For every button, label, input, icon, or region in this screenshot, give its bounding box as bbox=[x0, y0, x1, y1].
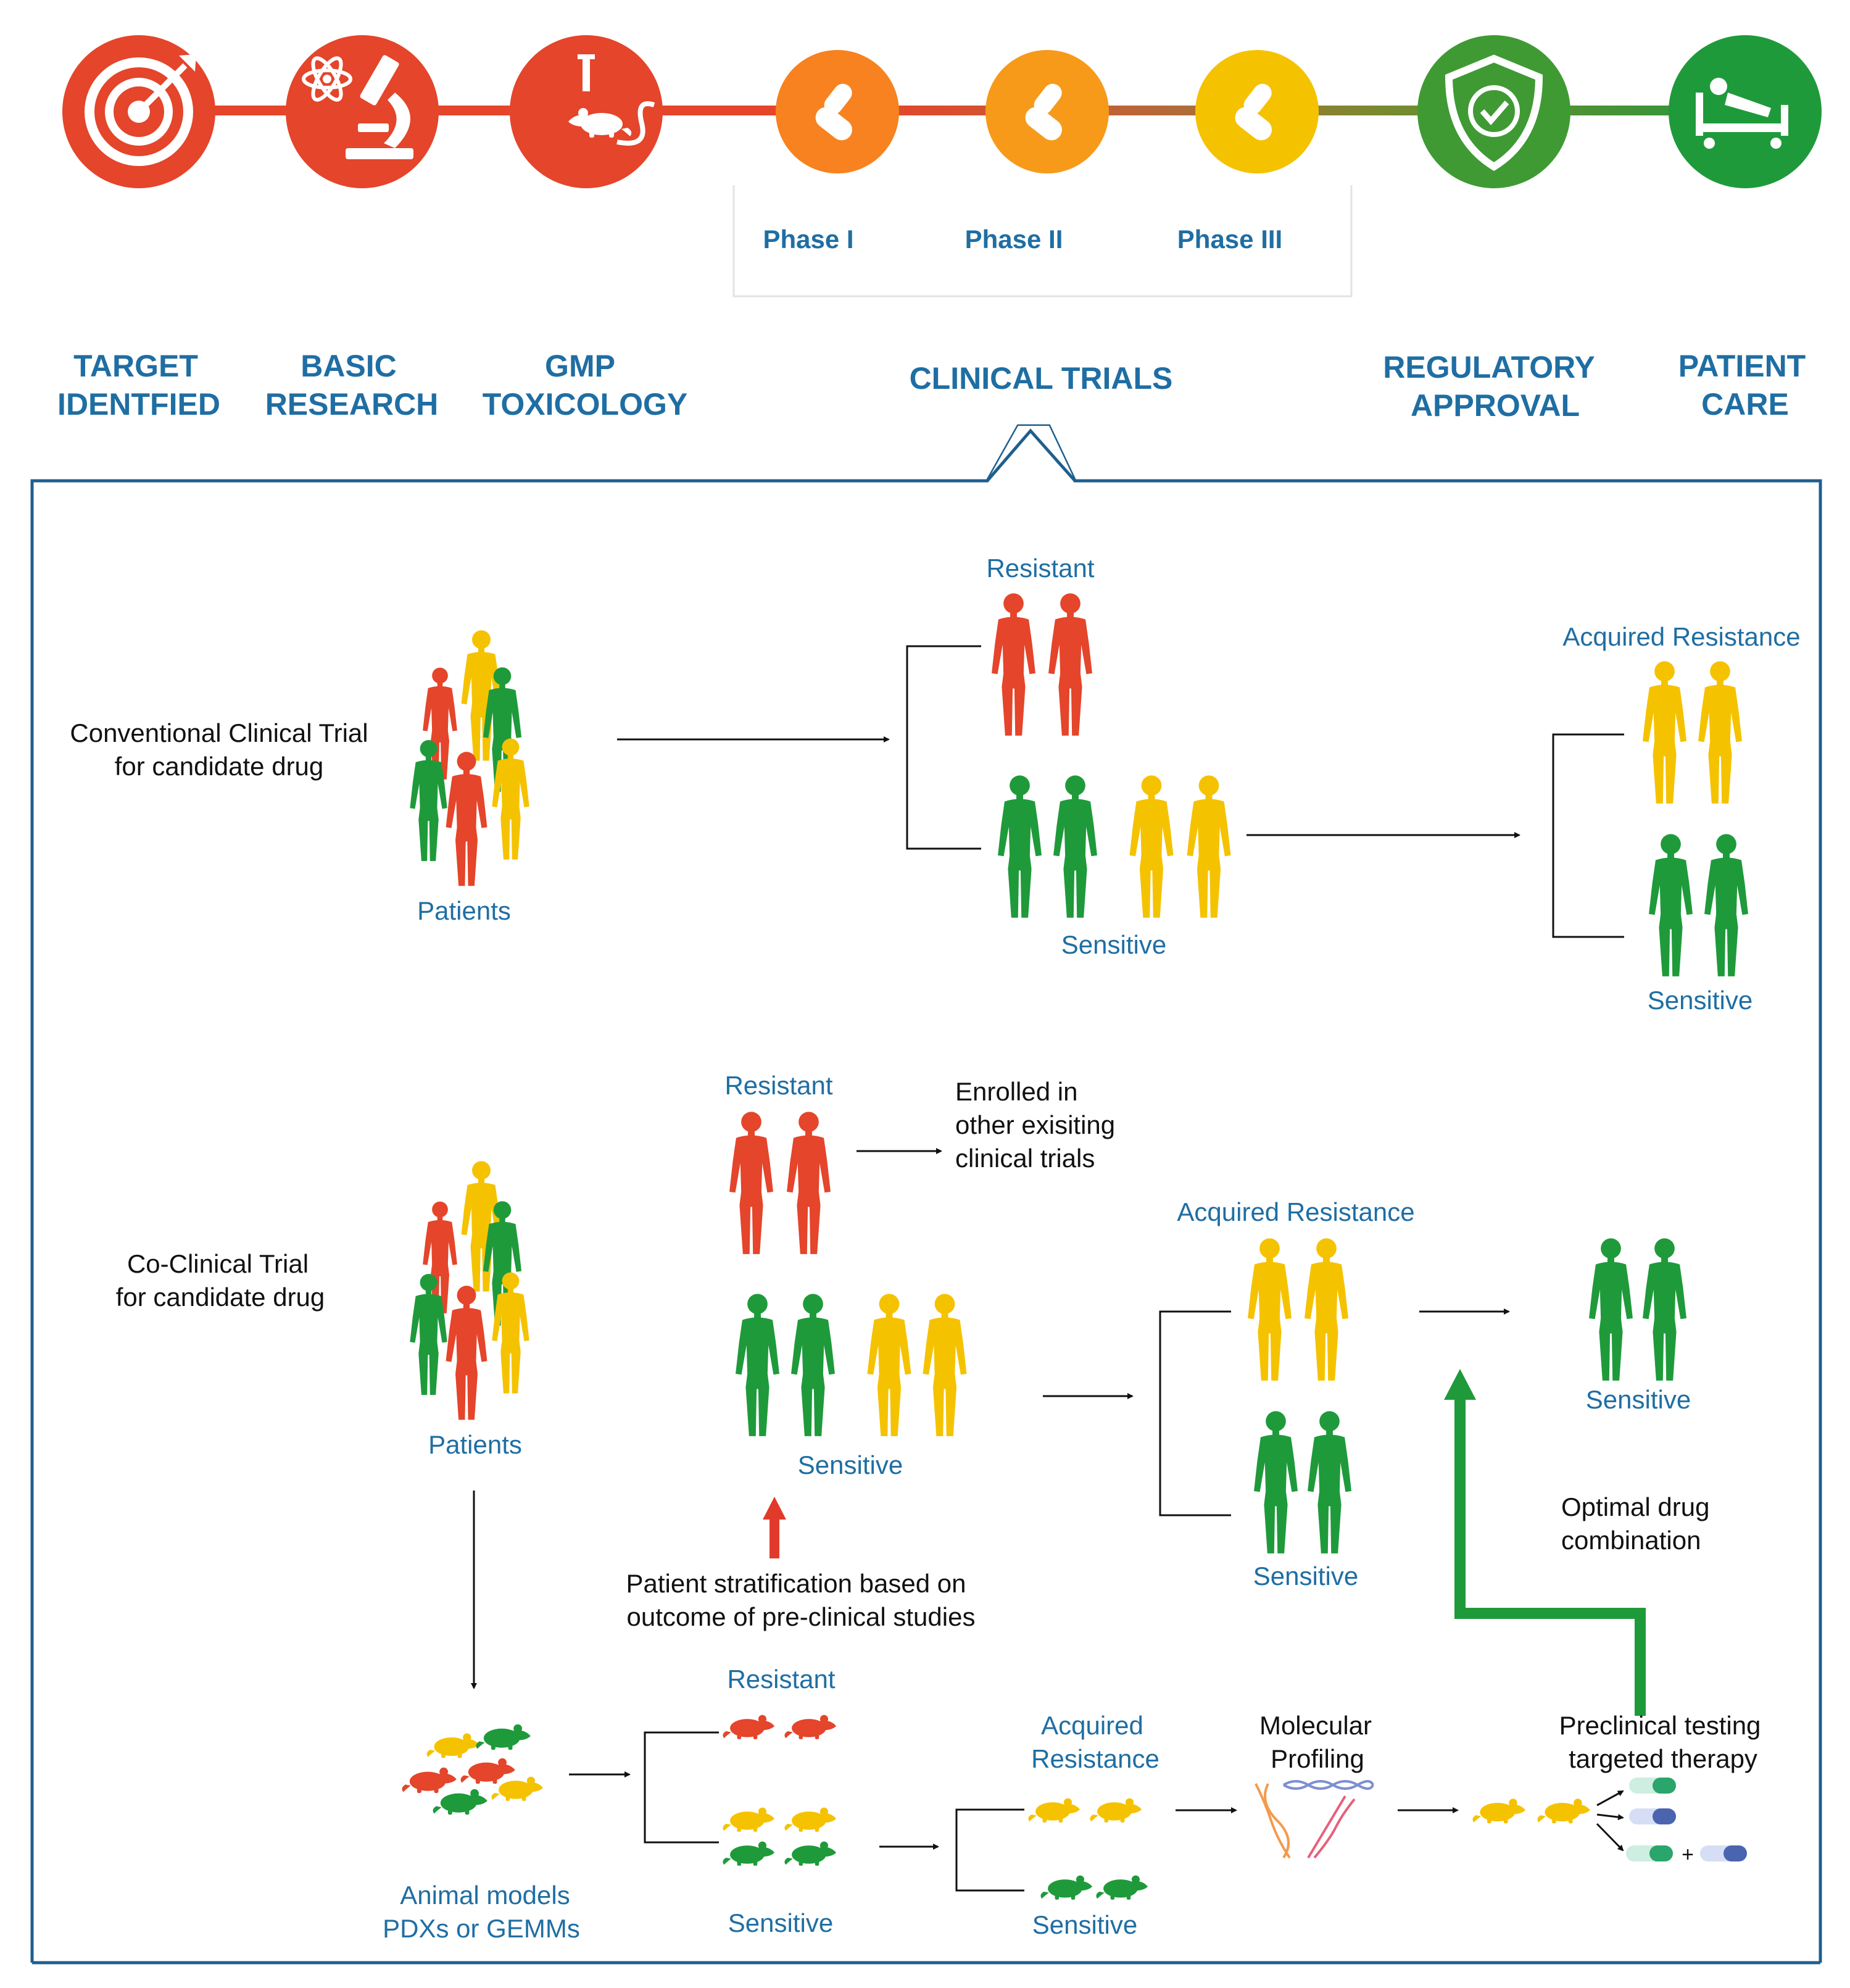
optimal-label: Optimal drug bbox=[1561, 1492, 1709, 1521]
animal-models-label: PDXs or GEMMs bbox=[383, 1914, 580, 1943]
stage-label: CLINICAL TRIALS bbox=[910, 361, 1173, 396]
phase-label: Phase III bbox=[1177, 225, 1282, 254]
phase-label: Phase II bbox=[965, 225, 1063, 254]
sensitive-label: Sensitive bbox=[798, 1450, 903, 1479]
acquired-resistance-mice bbox=[1028, 1798, 1142, 1823]
optimal-label: combination bbox=[1561, 1526, 1701, 1555]
stage-label: TOXICOLOGY bbox=[483, 387, 687, 422]
branch-bracket bbox=[1159, 1310, 1231, 1516]
sensitive-final-patients bbox=[1649, 834, 1748, 976]
lab-mouse-icon bbox=[510, 35, 663, 188]
feedback-arrow bbox=[1444, 1369, 1646, 1716]
stratification-label: outcome of pre-clinical studies bbox=[627, 1602, 976, 1631]
branch-bracket bbox=[906, 645, 981, 850]
patients-label: Patients bbox=[428, 1430, 522, 1459]
stage-label: PATIENT bbox=[1678, 349, 1806, 383]
sensitive-label: Sensitive bbox=[1061, 930, 1166, 959]
clinical-trials-callout bbox=[30, 424, 1822, 1963]
sensitive-final-patients bbox=[1589, 1238, 1686, 1381]
acquired-resistance-patients bbox=[1248, 1238, 1348, 1381]
branch-bracket bbox=[955, 1808, 1024, 1892]
microscope-icon bbox=[286, 35, 439, 188]
phase-label: Phase I bbox=[763, 225, 853, 254]
acquired-resistance-label: Acquired Resistance bbox=[1177, 1197, 1414, 1226]
shield-check-icon bbox=[1417, 35, 1570, 188]
sensitive-mice bbox=[1040, 1875, 1148, 1900]
enrolled-label: other exisiting bbox=[955, 1110, 1115, 1139]
mouse-resistant-label: Resistant bbox=[727, 1665, 835, 1694]
resistant-label: Resistant bbox=[986, 554, 1094, 583]
phase-box bbox=[732, 185, 1353, 297]
treated-mice bbox=[1472, 1799, 1590, 1824]
pill-capsule-icon bbox=[1629, 1808, 1676, 1824]
resistant-label: Resistant bbox=[724, 1071, 832, 1100]
pills-icon bbox=[985, 50, 1109, 173]
branch-bracket bbox=[1552, 733, 1624, 938]
pill-capsule-icon bbox=[1626, 1845, 1673, 1861]
stage-label: IDENTFIED bbox=[57, 387, 220, 422]
stage-label: CARE bbox=[1701, 387, 1789, 422]
mouse-acquired-label: Acquired bbox=[1041, 1711, 1143, 1740]
acquired-resistance-label: Acquired Resistance bbox=[1562, 622, 1800, 651]
patients-label: Patients bbox=[417, 896, 511, 925]
stage-label: RESEARCH bbox=[265, 387, 439, 422]
resistant-patients bbox=[729, 1112, 831, 1254]
enrolled-label: clinical trials bbox=[955, 1144, 1095, 1173]
stage-label: BASIC bbox=[301, 349, 397, 383]
stage-label: GMP bbox=[545, 349, 615, 383]
treatment-arrows bbox=[1596, 1790, 1624, 1852]
dna-helix-icon bbox=[1255, 1780, 1374, 1859]
mouse-sensitive-label: Sensitive bbox=[728, 1908, 833, 1937]
sensitive-label: Sensitive bbox=[1253, 1562, 1358, 1591]
resistant-patients bbox=[992, 593, 1092, 736]
sensitive-mid-patients bbox=[1254, 1411, 1351, 1553]
target-icon bbox=[62, 35, 215, 188]
patient-bed-icon bbox=[1669, 35, 1822, 188]
sensitive-label: Sensitive bbox=[1648, 986, 1753, 1015]
coclinical-label: for candidate drug bbox=[116, 1283, 325, 1312]
patient-group bbox=[410, 630, 529, 886]
animal-models-label: Animal models bbox=[400, 1881, 570, 1910]
pill-capsule-icon bbox=[1700, 1845, 1747, 1861]
resistant-mice bbox=[723, 1715, 837, 1739]
animal-models bbox=[402, 1724, 544, 1815]
sensitive-patients bbox=[736, 1294, 967, 1436]
preclinical-label: Preclinical testing bbox=[1559, 1711, 1761, 1740]
sensitive-label: Sensitive bbox=[1586, 1385, 1691, 1414]
sensitive-patients bbox=[998, 775, 1231, 918]
profiling-label: Profiling bbox=[1271, 1744, 1364, 1773]
sensitive-mice bbox=[723, 1807, 837, 1866]
mouse-sensitive-label: Sensitive bbox=[1032, 1910, 1137, 1939]
pills-icon bbox=[1195, 50, 1319, 173]
stratification-arrow bbox=[763, 1497, 786, 1558]
plus-label: + bbox=[1682, 1843, 1694, 1866]
conventional-label: for candidate drug bbox=[115, 752, 324, 781]
stratification-label: Patient stratification based on bbox=[626, 1569, 966, 1598]
patient-group bbox=[410, 1161, 529, 1420]
coclinical-label: Co-Clinical Trial bbox=[127, 1249, 309, 1278]
stage-label: TARGET bbox=[73, 349, 198, 383]
branch-bracket bbox=[644, 1731, 719, 1844]
mouse-acquired-label: Resistance bbox=[1031, 1744, 1159, 1773]
pill-capsule-icon bbox=[1629, 1778, 1676, 1794]
stage-label: APPROVAL bbox=[1411, 388, 1580, 423]
enrolled-label: Enrolled in bbox=[955, 1077, 1077, 1106]
acquired-resistance-patients bbox=[1643, 661, 1742, 804]
profiling-label: Molecular bbox=[1259, 1711, 1372, 1740]
pills-icon bbox=[776, 50, 899, 173]
conventional-label: Conventional Clinical Trial bbox=[70, 718, 368, 747]
stage-label: REGULATORY bbox=[1383, 350, 1595, 385]
preclinical-label: targeted therapy bbox=[1569, 1744, 1757, 1773]
